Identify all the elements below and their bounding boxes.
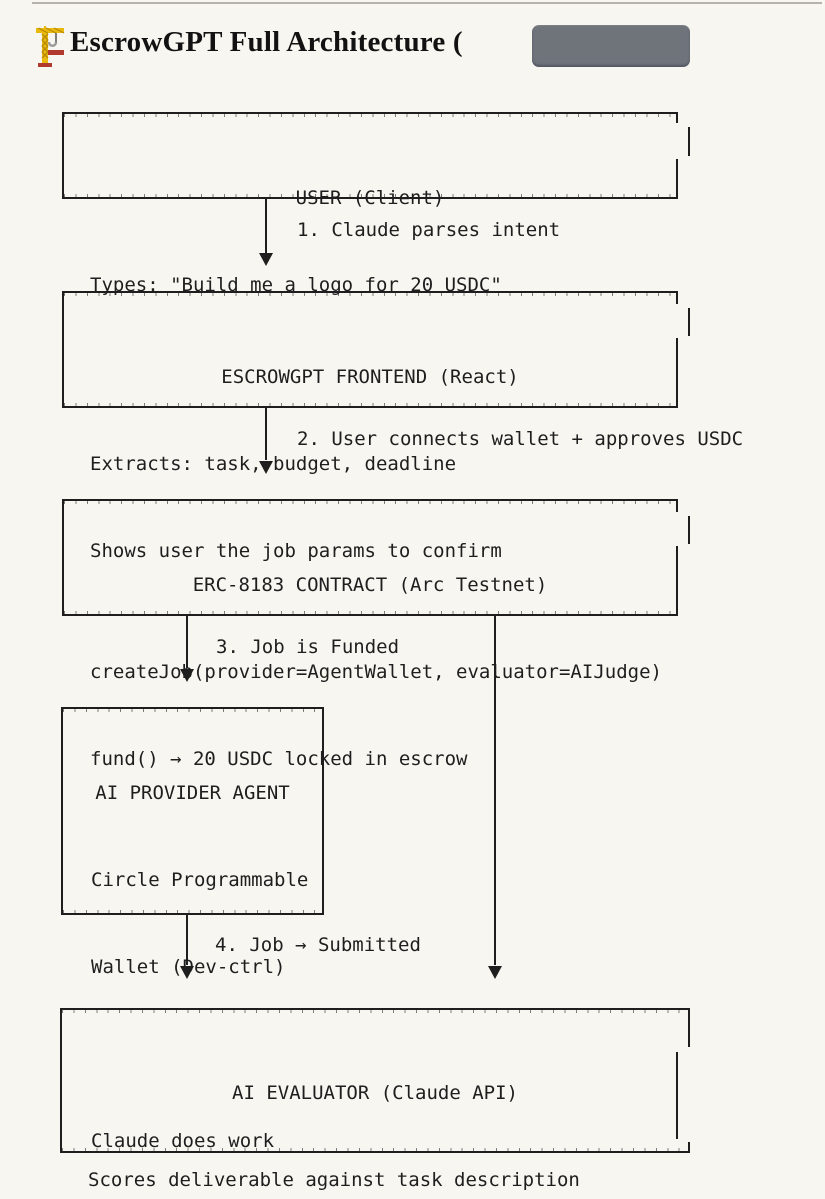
box-title: AI EVALUATOR (Claude API) [232,1082,518,1104]
top-divider [32,2,822,4]
arrow-label-4: 4. Job → Submitted [215,934,421,956]
box-title: AI PROVIDER AGENT [95,782,290,804]
box-evaluator: AI EVALUATOR (Claude API) Scores deliver… [60,1008,690,1191]
box-line: Extracts: task, budget, deadline [90,453,457,475]
ascii-border-gap [675,123,678,159]
box-line: Types: "Build me a logo for 20 USDC" [90,274,502,296]
flow-line-2 [265,408,267,460]
redaction-overlay [532,25,690,67]
box-contract: ERC-8183 CONTRACT (Arc Testnet) createJo… [62,499,690,770]
ascii-border-gap [687,1047,690,1142]
box-line: Wallet (Dev-ctrl) [91,956,286,978]
arrow-down-icon [488,966,502,979]
box-line: createJob(provider=AgentWallet, evaluato… [90,661,662,683]
ascii-border-fragment [676,1052,678,1139]
flow-line-contract-to-evaluator [494,616,496,965]
box-line: Circle Programmable [91,869,309,891]
box-provider-agent: AI PROVIDER AGENT Circle Programmable Wa… [61,707,324,1152]
box-title: USER (Client) [295,187,445,209]
flow-line-3 [186,616,188,668]
flow-line-4 [186,915,188,965]
arrow-label-2: 2. User connects wallet + approves USDC [297,428,744,450]
box-frontend: ESCROWGPT FRONTEND (React) Extracts: tas… [62,291,690,562]
arrow-down-icon [180,966,194,979]
arrow-label-3: 3. Job is Funded [216,636,400,658]
ascii-border-gap [675,304,678,338]
ascii-border-fragment [688,516,690,544]
arrow-label-1: 1. Claude parses intent [297,219,561,241]
box-title: ESCROWGPT FRONTEND (React) [221,366,519,388]
box-line: Scores deliverable against task descript… [88,1169,580,1191]
flow-line-1 [265,199,267,253]
ascii-border-gap [675,512,678,546]
box-user: USER (Client) Types: "Build me a logo fo… [62,112,690,296]
page-title: EscrowGPT Full Architecture ( [70,26,463,58]
ascii-border-fragment [688,127,690,156]
arrow-down-icon [259,461,273,474]
arrow-down-icon [259,253,273,266]
arrow-down-icon [180,669,194,682]
box-title: ERC-8183 CONTRACT (Arc Testnet) [192,574,548,596]
ascii-border-fragment [688,308,690,336]
construction-crane-icon [36,26,65,67]
